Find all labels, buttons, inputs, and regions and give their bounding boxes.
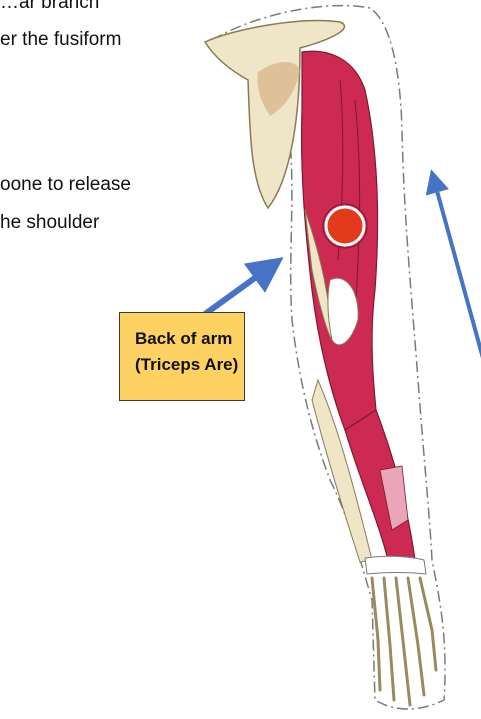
arrow-up-right	[434, 180, 481, 380]
callout-line-2: (Triceps Are)	[135, 352, 244, 378]
callout-line-1: Back of arm	[135, 326, 244, 352]
callout-box: Back of arm (Triceps Are)	[119, 312, 245, 401]
wrist-band	[365, 556, 426, 574]
target-spot-marker	[326, 207, 364, 245]
hand-bones	[372, 578, 436, 705]
